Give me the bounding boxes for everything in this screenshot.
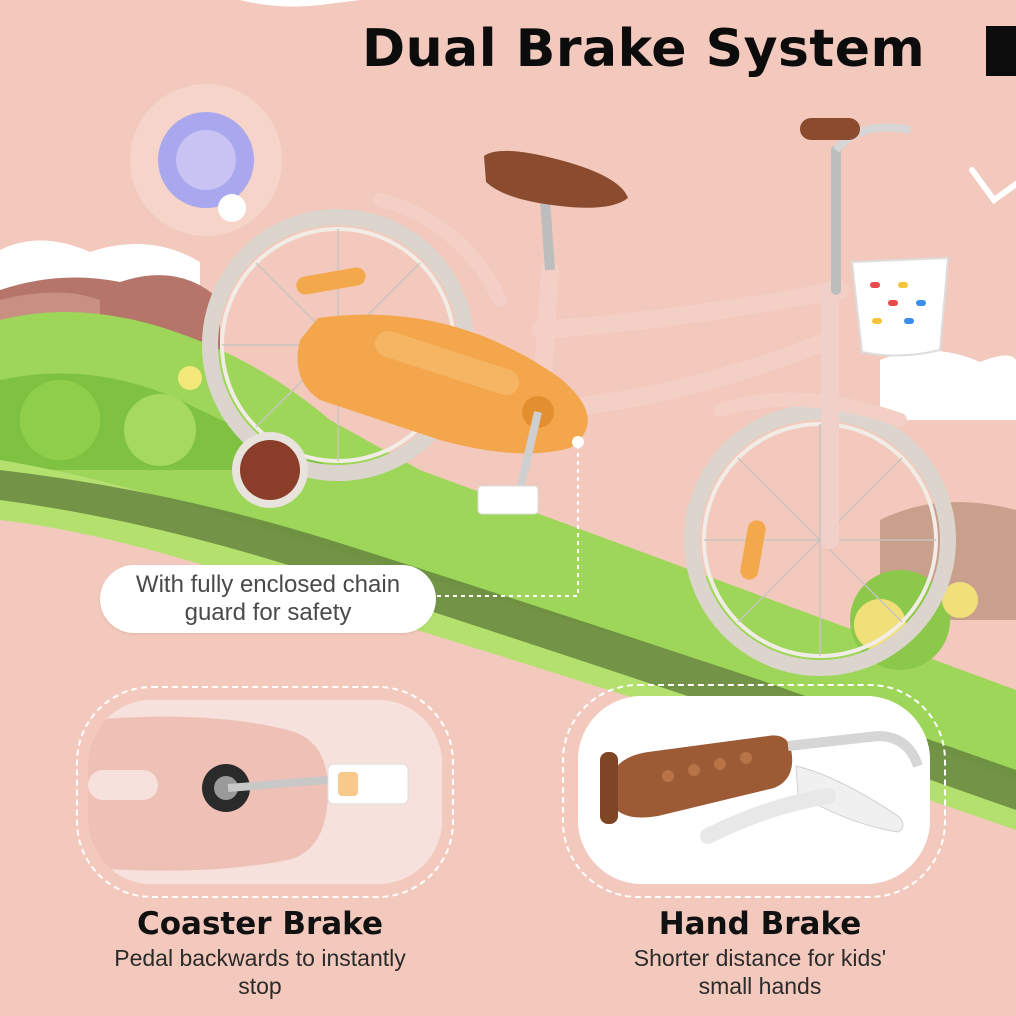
coaster-brake-detail-image (88, 700, 442, 884)
coaster-brake-title: Coaster Brake (137, 906, 383, 942)
hand-brake-title: Hand Brake (658, 906, 862, 942)
coaster-brake-description: Pedal backwards to instantly stop (114, 945, 406, 999)
coaster-brake-illustration (88, 700, 442, 884)
coaster-brake-frame (76, 686, 454, 898)
moon-circle-icon (130, 84, 282, 236)
hand-brake-description: Shorter distance for kids' small hands (633, 945, 887, 999)
page-title: Dual Brake System (362, 19, 926, 79)
chain-guard-callout: With fully enclosed chain guard for safe… (100, 565, 436, 633)
bird-icon (969, 167, 1016, 205)
title-accent-bar (986, 26, 1016, 76)
bicycle-illustration (202, 118, 956, 676)
callout-text: With fully enclosed chain guard for safe… (135, 571, 401, 626)
hand-brake-frame (562, 684, 946, 898)
hand-brake-illustration (578, 696, 930, 884)
hand-brake-detail-image (578, 696, 930, 884)
